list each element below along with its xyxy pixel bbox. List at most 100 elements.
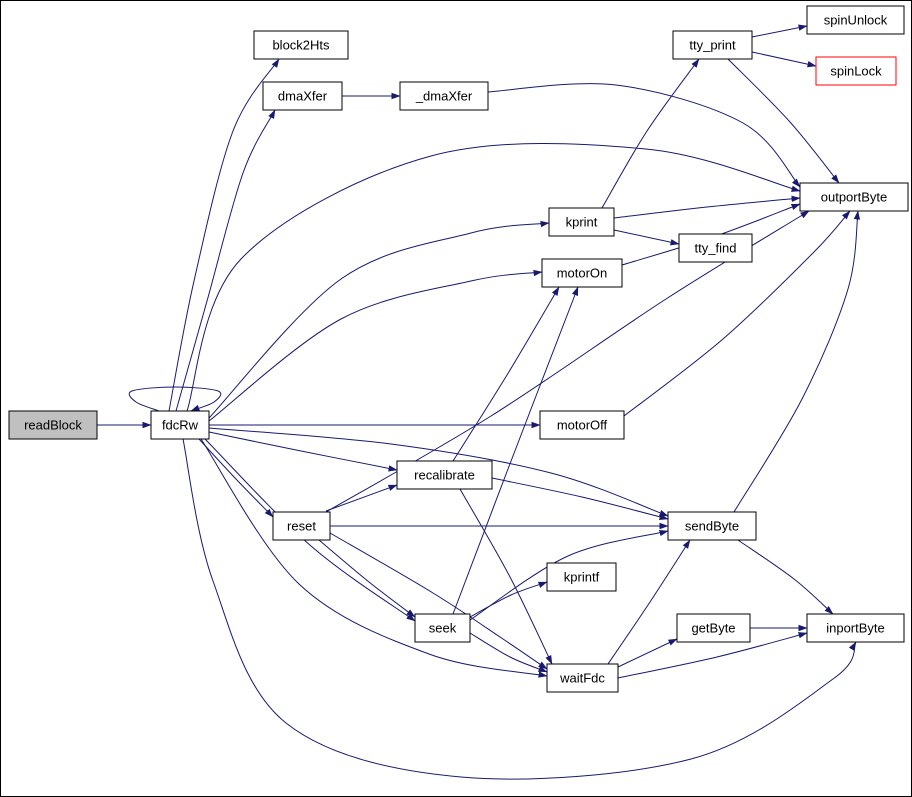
node-waitFdc[interactable]: waitFdc [546, 663, 619, 693]
node-kprintf[interactable]: kprintf [546, 562, 617, 592]
node-box-_dmaXfer[interactable] [399, 81, 489, 111]
edge-fdcRw-to-fdcRw [128, 386, 222, 412]
node-label-sendByte: sendByte [685, 519, 739, 534]
edge-recalibrate-to-motorOn [452, 286, 560, 462]
node-label-dmaXfer: dmaXfer [278, 89, 328, 104]
node-block2Hts[interactable]: block2Hts [253, 30, 349, 60]
node-label-block2Hts: block2Hts [272, 38, 330, 53]
node-box-motorOn[interactable] [541, 258, 623, 288]
edge-sendByte-to-inportByte [737, 539, 834, 615]
edge-fdcRw-to-dmaXfer [175, 109, 276, 412]
node-label-waitFdc: waitFdc [559, 671, 605, 686]
node-inportByte[interactable]: inportByte [806, 613, 905, 643]
node-dmaXfer[interactable]: dmaXfer [262, 81, 343, 111]
node-box-dmaXfer[interactable] [262, 81, 343, 111]
node-reset[interactable]: reset [272, 511, 331, 541]
node-tty_find[interactable]: tty_find [678, 233, 753, 263]
node-label-_dmaXfer: _dmaXfer [415, 89, 473, 104]
node-box-fdcRw[interactable] [150, 410, 210, 440]
node-label-tty_print: tty_print [689, 38, 736, 53]
node-motorOff[interactable]: motorOff [539, 410, 625, 440]
edge-recalibrate-to-waitFdc [459, 488, 553, 665]
edge-fdcRw-to-recalibrate [208, 431, 398, 472]
node-_dmaXfer[interactable]: _dmaXfer [399, 81, 489, 111]
node-box-inportByte[interactable] [806, 613, 905, 643]
node-label-motorOff: motorOff [557, 418, 608, 433]
node-box-tty_find[interactable] [678, 233, 753, 263]
edge-kprint-to-tty_find [613, 229, 680, 246]
edge-fdcRw-to-sendByte [208, 427, 669, 517]
edge-fdcRw-to-seek [204, 438, 416, 622]
edge-waitFdc-to-getByte [617, 638, 678, 668]
node-recalibrate[interactable]: recalibrate [396, 460, 493, 490]
node-readBlock[interactable]: readBlock [8, 410, 98, 440]
node-box-readBlock[interactable] [8, 410, 98, 440]
node-label-motorOn: motorOn [557, 266, 608, 281]
edge-fdcRw-to-motorOn [208, 269, 543, 422]
edge-seek-to-motorOn [452, 286, 579, 615]
node-label-readBlock: readBlock [24, 418, 82, 433]
edge-waitFdc-to-inportByte [617, 632, 808, 679]
edge-reset-to-seek [318, 539, 416, 618]
node-getByte[interactable]: getByte [676, 613, 751, 643]
edge-reset-to-waitFdc [329, 532, 548, 670]
node-box-spinUnlock[interactable] [806, 5, 905, 35]
edge-fdcRw-to-block2Hts [168, 58, 280, 412]
edge-fdcRw-to-kprint [208, 220, 550, 419]
node-label-fdcRw: fdcRw [162, 418, 199, 433]
node-seek[interactable]: seek [414, 613, 471, 643]
edge-fdcRw-to-inportByte [182, 438, 857, 780]
node-box-tty_print[interactable] [672, 30, 753, 60]
node-label-inportByte: inportByte [826, 621, 885, 636]
node-box-kprint[interactable] [548, 207, 615, 237]
node-box-seek[interactable] [414, 613, 471, 643]
node-label-spinUnlock: spinUnlock [824, 13, 888, 28]
node-box-spinLock[interactable] [815, 56, 897, 86]
node-fdcRw[interactable]: fdcRw [150, 410, 210, 440]
edge-kprint-to-outportByte [613, 195, 801, 219]
node-box-motorOff[interactable] [539, 410, 625, 440]
node-box-outportByte[interactable] [799, 182, 909, 212]
node-motorOn[interactable]: motorOn [541, 258, 623, 288]
edge-recalibrate-to-sendByte [491, 477, 669, 520]
node-label-reset: reset [287, 519, 316, 534]
node-label-getByte: getByte [691, 621, 735, 636]
node-box-kprintf[interactable] [546, 562, 617, 592]
edge-reset-to-recalibrate [325, 484, 398, 512]
node-box-block2Hts[interactable] [253, 30, 349, 60]
node-spinLock[interactable]: spinLock [815, 56, 897, 86]
node-label-tty_find: tty_find [695, 241, 737, 256]
edge-kprint-to-tty_print [601, 58, 700, 209]
node-sendByte[interactable]: sendByte [667, 511, 757, 541]
node-box-recalibrate[interactable] [396, 460, 493, 490]
node-label-spinLock: spinLock [830, 64, 882, 79]
edge-fdcRw-to-outportByte [186, 142, 801, 412]
edge-motorOff-to-outportByte [623, 210, 851, 417]
node-kprint[interactable]: kprint [548, 207, 615, 237]
edge-_dmaXfer-to-outportByte [487, 83, 801, 188]
node-box-sendByte[interactable] [667, 511, 757, 541]
node-box-reset[interactable] [272, 511, 331, 541]
node-label-recalibrate: recalibrate [414, 468, 475, 483]
edge-fdcRw-to-reset [198, 438, 274, 518]
node-label-kprint: kprint [566, 215, 598, 230]
node-spinUnlock[interactable]: spinUnlock [806, 5, 905, 35]
edge-tty_print-to-outportByte [727, 58, 840, 184]
edge-tty_print-to-spinLock [751, 51, 817, 68]
edge-tty_print-to-spinUnlock [751, 24, 808, 38]
node-box-waitFdc[interactable] [546, 663, 619, 693]
node-tty_print[interactable]: tty_print [672, 30, 753, 60]
edge-seek-to-waitFdc [469, 632, 548, 673]
node-outportByte[interactable]: outportByte [799, 182, 909, 212]
edge-waitFdc-to-sendByte [607, 539, 691, 665]
edge-seek-to-kprintf [469, 581, 548, 618]
node-label-seek: seek [429, 621, 457, 636]
edge-fdcRw-to-waitFdc [200, 438, 548, 678]
node-box-getByte[interactable] [676, 613, 751, 643]
edge-sendByte-to-outportByte [733, 210, 861, 513]
node-label-outportByte: outportByte [821, 190, 888, 205]
edge-layer [97, 24, 861, 780]
